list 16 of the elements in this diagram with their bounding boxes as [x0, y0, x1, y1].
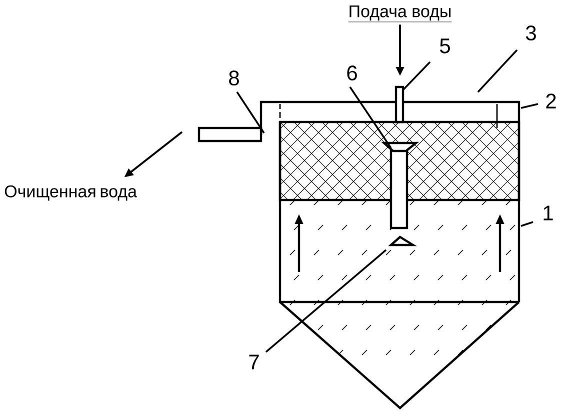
inlet-label: Подача воды [348, 5, 452, 22]
callout-number: 8 [229, 70, 239, 86]
callout-number: 2 [546, 94, 556, 108]
callout-number: 7 [249, 354, 259, 370]
leader-line [520, 103, 538, 109]
callout-number: 5 [440, 38, 450, 54]
leader-line [236, 92, 265, 134]
callout-number: 6 [347, 66, 357, 80]
callout-number: 3 [526, 26, 536, 40]
leader-line [402, 61, 431, 91]
leader-line [477, 49, 518, 93]
leader-line [520, 221, 534, 227]
outlet-label: Очищенная вода [4, 185, 137, 201]
leader-line [349, 86, 392, 148]
leader-line [265, 249, 387, 353]
callout-number: 1 [544, 206, 553, 220]
